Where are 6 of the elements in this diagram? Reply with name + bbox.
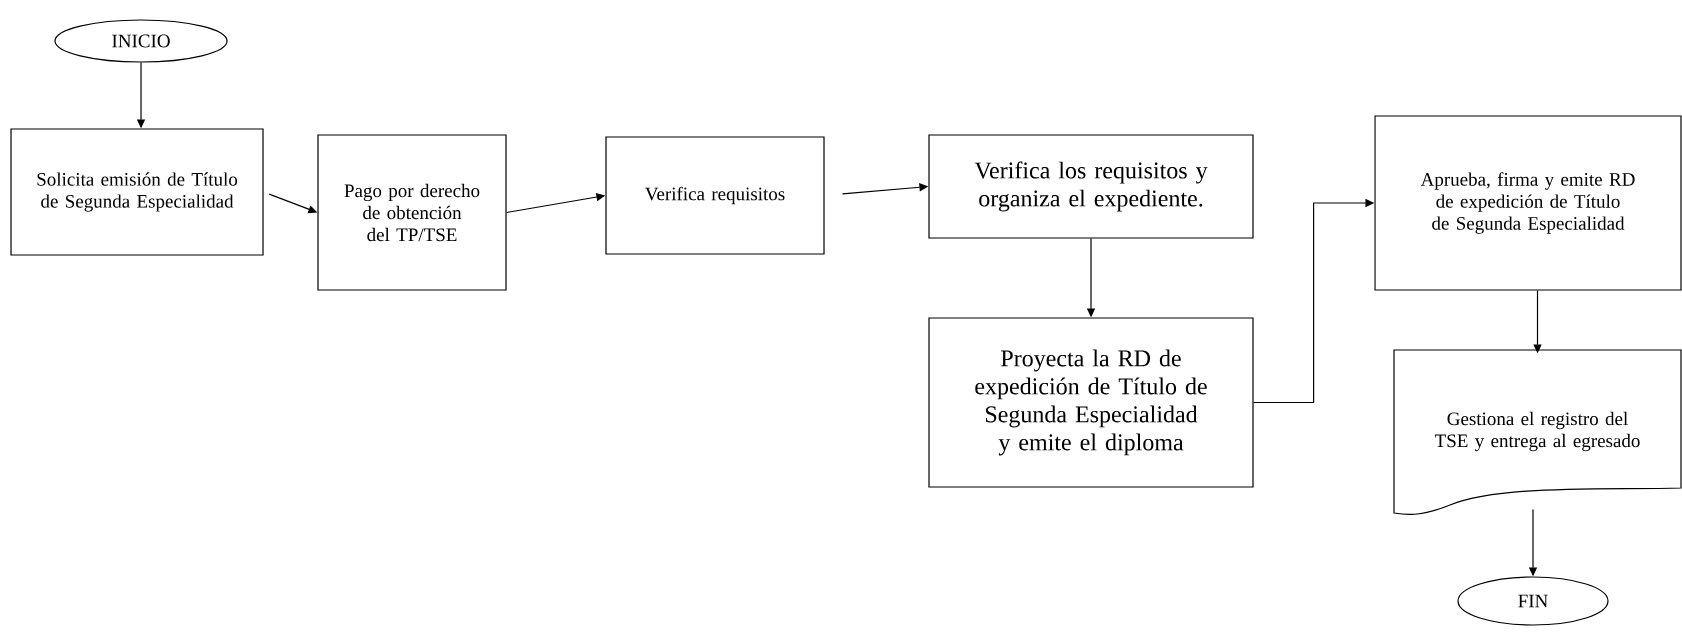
process-box: Pago por derecho de obtención del TP/TSE [317, 134, 507, 291]
process-box: Verifica los requisitos y organiza el expediente. [928, 134, 1254, 239]
process-box: Proyecta la RD de expedición de Título de Segunda Especialidad y emite el diploma [928, 317, 1254, 488]
process-box: Aprueba, firma y emite RD de expedición de Título de Segunda Especialidad [1374, 115, 1682, 291]
process-box: Solicita emisión de Título de Segunda Especialidad [10, 128, 264, 256]
process-box: Verifica requisitos [605, 136, 825, 255]
